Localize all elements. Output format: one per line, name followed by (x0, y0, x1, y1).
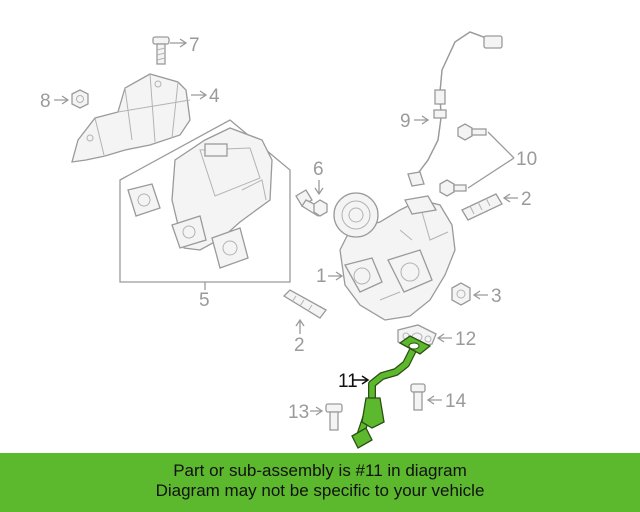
oil-return-pipe-11 (351, 335, 432, 449)
manifold-group-5 (119, 119, 291, 283)
callout-2-upper: 2 (521, 189, 532, 210)
part-info-banner: Part or sub-assembly is #11 in diagram D… (0, 453, 640, 512)
callout-9: 9 (400, 111, 411, 132)
callout-14: 14 (445, 391, 467, 412)
heat-shield-4 (71, 73, 191, 163)
callout-3: 3 (491, 286, 502, 307)
bolt-7 (152, 36, 170, 65)
bolt-10-upper (457, 123, 487, 141)
bolt-13 (325, 403, 343, 431)
banner-line-part: Part or sub-assembly is #11 in diagram (173, 461, 467, 480)
callout-5: 5 (199, 290, 210, 311)
callout-7: 7 (189, 35, 200, 56)
callout-10: 10 (516, 149, 537, 170)
nut-3 (451, 282, 471, 306)
callout-2-lower: 2 (294, 335, 305, 356)
turbocharger-1 (333, 192, 456, 321)
banner-line-disclaimer: Diagram may not be specific to your vehi… (155, 481, 485, 500)
callout-8: 8 (40, 91, 51, 112)
parts-diagram: 7 8 4 5 6 (40, 31, 537, 449)
bolt-6 (295, 189, 328, 217)
callout-12: 12 (455, 329, 476, 350)
bolt-14 (410, 383, 426, 411)
stud-2-lower (282, 289, 327, 319)
oil-line-9 (407, 31, 503, 187)
callout-1: 1 (316, 266, 327, 287)
callout-4: 4 (209, 86, 220, 107)
callout-6: 6 (313, 159, 324, 180)
callout-11: 11 (338, 371, 358, 392)
bolt-10-lower (439, 179, 467, 197)
stud-2-upper (461, 193, 503, 221)
callout-13: 13 (288, 402, 309, 423)
nut-8 (71, 89, 89, 109)
